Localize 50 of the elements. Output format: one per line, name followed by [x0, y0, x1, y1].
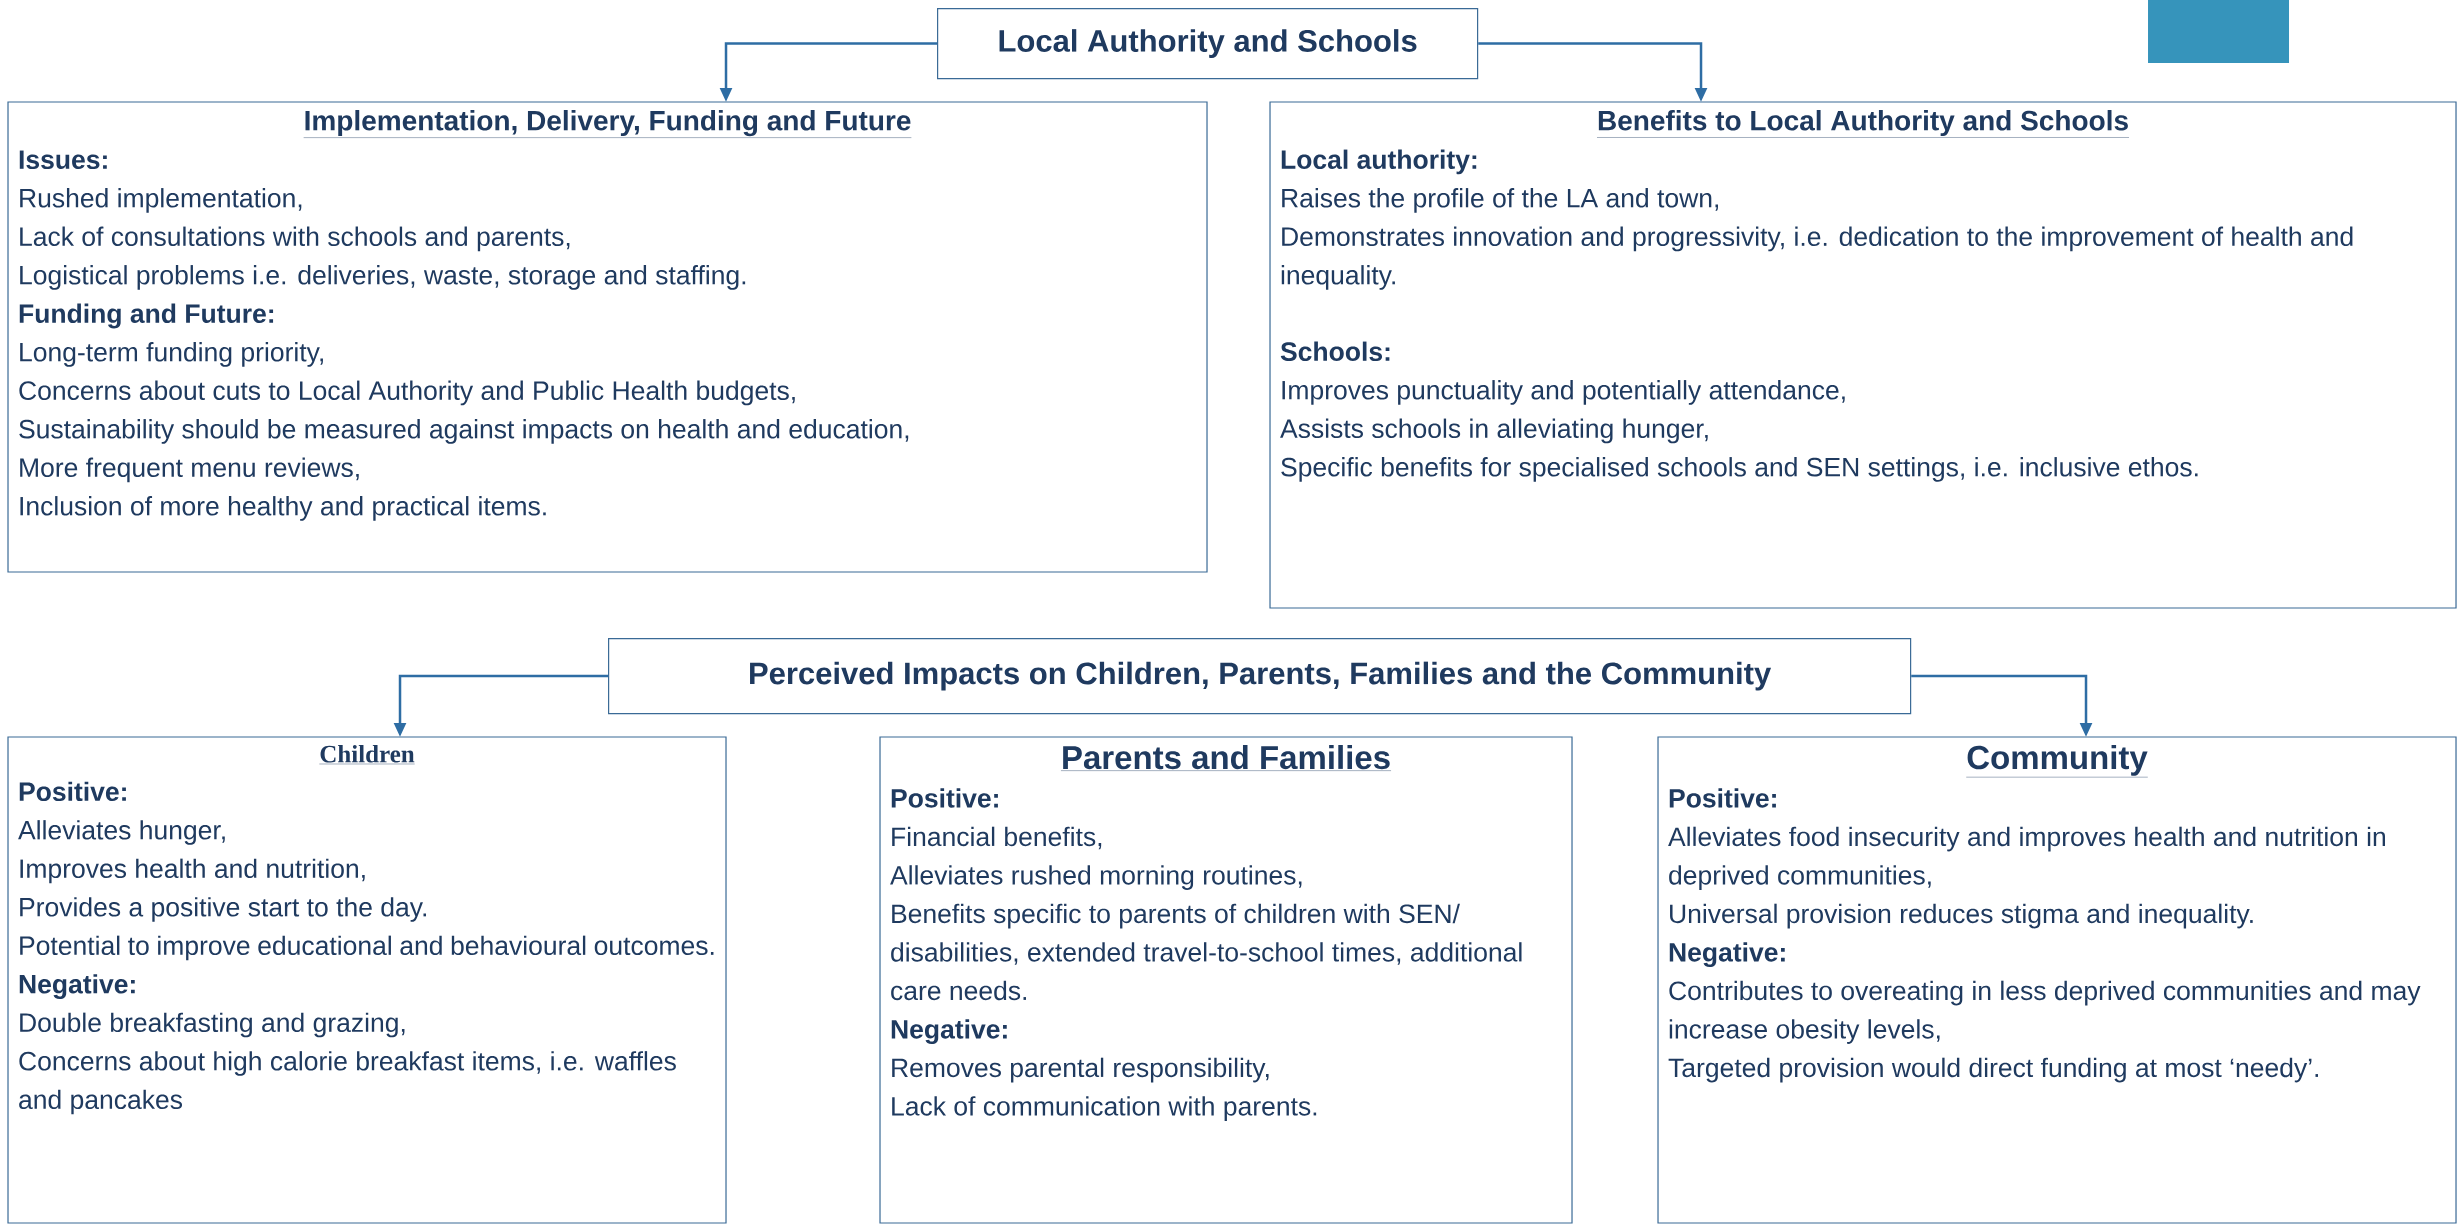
- list-item: Improves punctuality and potentially attendance,: [1282, 380, 1845, 405]
- section-label: Negative:: [891, 1019, 1007, 1044]
- list-item: Removes parental responsibility,: [892, 1057, 1269, 1083]
- text-box: [1657, 736, 2457, 1224]
- list-item: Demonstrates innovation and progressivity, i.e. dedication to the improvement of health and inequality.: [1281, 226, 2353, 290]
- list-item: Specific benefits for specialised schools and SEN settings, i.e. inclusive ethos.: [1281, 457, 2198, 482]
- section-label: Positive:: [891, 788, 998, 808]
- list-item: Sustainability should be measured against impacts on health and education,: [19, 419, 909, 444]
- list-item: Concerns about cuts to Local Authority and Public Health budgets,: [19, 380, 795, 406]
- list-item: Improves health and nutrition,: [20, 858, 365, 884]
- list-item: Logistical problems i.e. deliveries, waste, storage and staffing.: [20, 265, 746, 290]
- box-heading: Benefits to Local Authority and Schools: [1596, 110, 2130, 138]
- list-item: Long-term funding priority,: [20, 342, 323, 367]
- section-label: Funding and Future:: [19, 303, 274, 329]
- list-item: Benefits specific to parents of children with SEN/ disabilities, extended travel-to-school times, additional care needs.: [891, 903, 1522, 1001]
- title-box: Perceived Impacts on Children, Parents, Families and the Community: [608, 638, 1912, 715]
- list-item: Lack of communication with parents.: [892, 1096, 1317, 1121]
- section-label: Schools:: [1280, 341, 1390, 362]
- list-item: More frequent menu reviews,: [20, 457, 359, 483]
- section-label: Negative:: [19, 974, 135, 999]
- section-label: Positive:: [19, 781, 126, 802]
- list-item: Contributes to overeating in less deprived communities and may increase obesity levels,: [1669, 980, 2421, 1044]
- list-item: Alleviates hunger,: [18, 820, 225, 845]
- list-item: Universal provision reduces stigma and inequality.: [1670, 903, 2253, 929]
- list-item: Rushed implementation,: [20, 188, 302, 213]
- box-heading: Implementation, Delivery, Funding and Future: [303, 110, 912, 138]
- box-heading: Children: [319, 745, 415, 765]
- section-label: Negative:: [1669, 942, 1785, 967]
- list-item: Alleviates rushed morning routines,: [890, 865, 1302, 890]
- box-heading: Parents and Families: [1060, 745, 1392, 771]
- box-heading: Community: [1966, 745, 2148, 778]
- text-box: [879, 736, 1573, 1224]
- list-item: Financial benefits,: [892, 826, 1102, 850]
- text-box: [1269, 101, 2457, 609]
- list-item: Potential to improve educational and behavioural outcomes.: [20, 935, 714, 961]
- list-item: Inclusion of more healthy and practical items.: [20, 496, 546, 521]
- list-item: Alleviates food insecurity and improves health and nutrition in deprived communities,: [1668, 826, 2385, 890]
- list-item: Concerns about high calorie breakfast items, i.e. waffles and pancakes: [19, 1051, 676, 1115]
- list-item: Raises the profile of the LA and town,: [1282, 188, 1718, 213]
- list-item: Provides a positive start to the day.: [20, 897, 426, 922]
- list-item: Double breakfasting and grazing,: [20, 1012, 405, 1038]
- list-item: Targeted provision would direct funding at most ‘needy’.: [1668, 1057, 2318, 1083]
- list-item: Lack of consultations with schools and parents,: [20, 226, 570, 252]
- text-box: [7, 736, 727, 1224]
- section-label: Positive:: [1669, 788, 1776, 808]
- section-label: Local authority:: [1281, 149, 1477, 175]
- section-label: Issues:: [19, 150, 107, 170]
- text-box: [7, 101, 1208, 573]
- list-item: Assists schools in alleviating hunger,: [1280, 418, 1708, 444]
- title-box: Local Authority and Schools: [937, 8, 1479, 80]
